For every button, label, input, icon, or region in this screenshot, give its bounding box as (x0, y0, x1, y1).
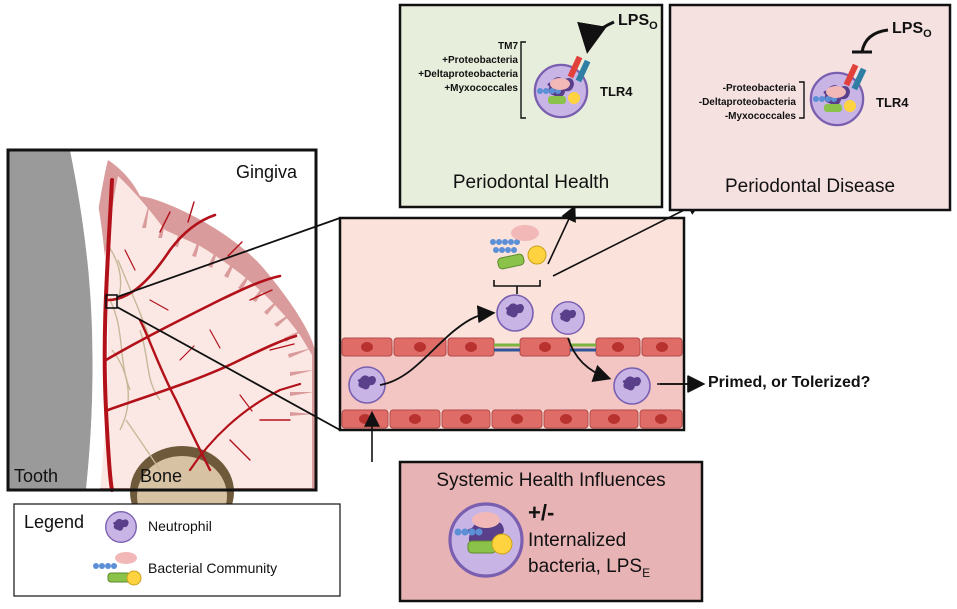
health-taxon: +Deltaproteobacteria (418, 69, 518, 80)
systemic-box-title: Systemic Health Influences (436, 470, 666, 491)
zoom-box (105, 294, 118, 309)
legend-neutrophil-label: Neutrophil (148, 518, 212, 534)
health-taxa-list: TM7 +Proteobacteria +Deltaproteobacteria… (414, 40, 518, 96)
disease-tlr4-label: TLR4 (876, 95, 909, 110)
tooth-label: Tooth (14, 466, 59, 486)
disease-taxa-list: -Proteobacteria -Deltaproteobacteria -My… (690, 82, 796, 124)
systemic-box-graphics (398, 460, 704, 603)
legend-graphics (13, 503, 341, 597)
disease-taxon: -Proteobacteria (722, 83, 796, 94)
neutrophil-extravasated (496, 294, 534, 332)
bacterial-community-cluster (490, 225, 547, 270)
bacteria-lps-label: bacteria, LPSE (528, 556, 651, 580)
zoom-connector (116, 217, 341, 431)
health-tlr4-label: TLR4 (600, 84, 633, 99)
tissue-panel-border (6, 148, 318, 492)
tissue-panel (6, 148, 318, 538)
gingiva-label: Gingiva (236, 162, 298, 182)
outcome-label: Primed, or Tolerized? (708, 374, 871, 391)
disease-taxon: -Myxococcales (724, 111, 796, 122)
health-box-title: Periodontal Health (452, 172, 610, 193)
plus-minus-label: +/- (528, 500, 555, 525)
disease-lps-label: LPSO (892, 20, 932, 41)
health-lps-label: LPSO (618, 12, 658, 33)
neutrophil-transmigrating (551, 301, 585, 335)
health-taxon: TM7 (498, 41, 518, 52)
health-box-graphics (398, 3, 664, 209)
neutrophil-returning (613, 367, 651, 405)
health-taxon: +Myxococcales (444, 83, 518, 94)
vessel-panel-border (338, 216, 686, 432)
bone-label: Bone (140, 466, 183, 486)
legend-title: Legend (24, 512, 85, 532)
health-taxon: +Proteobacteria (442, 55, 518, 66)
internalized-label: Internalized (528, 530, 627, 551)
disease-taxon: -Deltaproteobacteria (698, 97, 796, 108)
vessel-panel (338, 216, 686, 432)
neutrophil-circulating (348, 366, 386, 404)
legend-community-label: Bacterial Community (148, 560, 278, 576)
disease-box-title: Periodontal Disease (724, 176, 896, 197)
disease-box-graphics (668, 3, 952, 212)
